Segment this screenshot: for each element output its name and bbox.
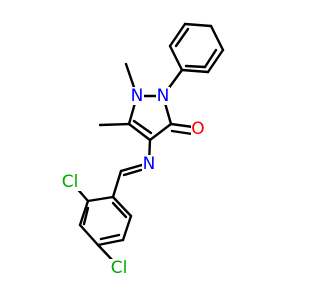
atom-n2: N (156, 86, 170, 106)
atom-labels: N N O N Cl Cl (59, 86, 206, 278)
bond-c5-methyl (98, 122, 131, 127)
aryl-bond-3 (78, 223, 100, 247)
bond-ch-aryl (111, 169, 123, 199)
atom-cl-para-label: Cl (111, 258, 128, 278)
phenyl-inner-3 (184, 64, 207, 69)
atom-o-label: O (191, 119, 204, 139)
atom-o: O (191, 119, 206, 139)
atom-cl-ortho: Cl (59, 172, 81, 192)
aryl-bond-1 (86, 195, 115, 203)
phenyl-bond-4 (209, 24, 225, 52)
bond-c3-o-double (170, 129, 194, 136)
phenyl-bond-2 (168, 22, 187, 48)
bond-c3-c4 (148, 122, 173, 142)
aryl-inner-2 (99, 233, 121, 241)
phenyl-inner-2 (203, 48, 218, 69)
atom-cl-para: Cl (108, 258, 130, 278)
bond-c4-c5-inner (132, 119, 153, 135)
phenyl-bond-6 (180, 68, 210, 74)
atom-n-imine: N (142, 154, 156, 174)
aryl-inner-1 (82, 206, 90, 226)
aryl-inner-3 (111, 201, 128, 219)
bond-n-imine-ch-double (122, 168, 143, 177)
phenyl-inner-1 (174, 27, 190, 48)
bonds-layer (72, 22, 225, 266)
atom-n1: N (130, 86, 144, 106)
phenyl-bond-5 (206, 48, 225, 74)
bond-c4-c5 (127, 122, 152, 142)
atom-cl-ortho-label: Cl (62, 172, 79, 192)
bond-c3-o (169, 122, 195, 129)
aryl-bond-6 (111, 195, 133, 218)
aryl-bond-5 (121, 214, 133, 242)
atom-n1-label: N (131, 86, 144, 106)
diagram-canvas: N N O N Cl Cl (59, 22, 225, 278)
phenyl-bond-1 (168, 44, 184, 72)
atom-n-imine-label: N (143, 154, 156, 174)
aryl-bond-4 (96, 238, 125, 247)
phenyl-bond-3 (183, 22, 213, 28)
aryl-bond-2 (78, 199, 90, 227)
molecule-structure: N N O N Cl Cl (59, 22, 225, 278)
atom-n2-label: N (157, 86, 170, 106)
